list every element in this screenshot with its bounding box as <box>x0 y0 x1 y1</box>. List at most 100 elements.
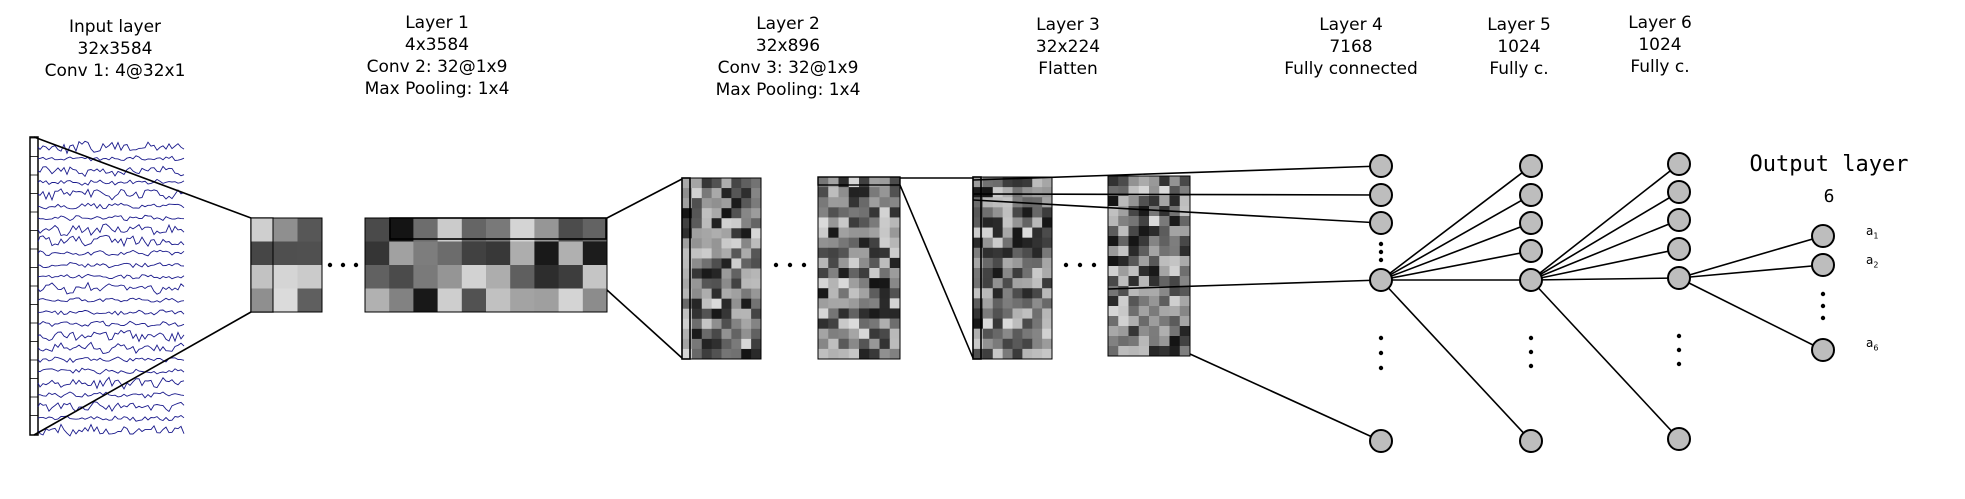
layer2-map-end-cell <box>889 308 901 319</box>
layer3-map-end-cell <box>1179 346 1191 357</box>
layer3-map-end-cell <box>1159 216 1170 227</box>
layer3-map-end-cell <box>1138 226 1150 237</box>
layer3-map-start-cell <box>1042 247 1053 259</box>
layer4-neuron <box>1369 211 1393 235</box>
ellipsis-dot <box>1378 365 1384 371</box>
layer1-map-start-cell <box>297 241 323 266</box>
layer2-map-start-cell <box>751 338 762 350</box>
layer2-map-start-cell <box>701 218 713 229</box>
layer2-map-end-cell <box>848 237 860 249</box>
layer2-map-end-cell <box>848 328 860 340</box>
layer2-map-start-cell <box>741 218 752 229</box>
layer2-map-start-cell <box>711 338 722 350</box>
layer1-map-end-cell <box>389 288 414 313</box>
layer2-map-end-cell <box>889 288 901 299</box>
output-label-base: a <box>1866 336 1874 350</box>
layer3-map-start-cell <box>992 177 1004 188</box>
layer1-map-end-cell <box>365 288 390 313</box>
layer2-map-start-cell <box>741 228 752 239</box>
layer1-map-end-cell <box>413 265 438 289</box>
layer3-map-start-cell <box>973 197 984 208</box>
input-projection-line <box>33 136 252 219</box>
layer3-map-end-cell <box>1138 276 1150 287</box>
layer6-neuron <box>1667 266 1691 290</box>
layer2-map-start-cell <box>741 188 752 199</box>
layer2-map-start-cell <box>721 268 732 279</box>
layer2-map-end-cell <box>828 237 839 249</box>
layer3-map-end-cell <box>1108 336 1119 347</box>
layer3-map-end-cell <box>1118 196 1129 207</box>
layer3-map-start-cell <box>992 237 1004 249</box>
layer3-map-end-cell <box>1169 346 1181 357</box>
layer2-map-end-cell <box>859 177 870 188</box>
input-projection-line <box>33 311 252 436</box>
layer2-map-end-cell <box>848 207 860 218</box>
layer2-map-start-cell <box>711 298 722 310</box>
layer2-map-end-cell <box>838 257 850 269</box>
eeg-signal-trace <box>37 297 185 303</box>
layer3-map-end-cell <box>1118 246 1129 257</box>
layer1-pool-window <box>389 217 607 240</box>
layer2-map-start-cell <box>721 288 732 300</box>
layer2-map-end-cell <box>828 247 839 259</box>
layer2-map-start-cell <box>741 178 752 189</box>
output-label-sub: 6 <box>1873 343 1879 353</box>
layer3-map-end-cell <box>1149 236 1160 247</box>
layer1-map-end-cell <box>389 265 414 289</box>
layer2-projection-line <box>899 184 974 359</box>
layer2-map-start-cell <box>721 218 732 229</box>
layer2-map-start-cell <box>721 258 732 269</box>
layer1-map-end-cell <box>534 218 559 242</box>
layer3-map-end-cell <box>1159 236 1170 247</box>
output-neuron <box>1811 224 1835 248</box>
layer2-map-end-cell <box>828 298 839 309</box>
layer2-map-end-cell <box>848 308 860 319</box>
layer3-map-start-cell <box>982 197 994 208</box>
layer2-map-start-cell <box>731 258 742 269</box>
layer2-map-end-cell <box>838 177 850 188</box>
layer3-map-start-cell <box>973 268 984 279</box>
fc-edge-l5-l6 <box>1530 191 1680 281</box>
layer3-map-start-cell <box>1042 308 1053 319</box>
layer3-map-start-cell <box>1042 207 1053 218</box>
layer1-map-end-cell <box>365 265 390 289</box>
ellipsis-dot <box>1378 350 1384 356</box>
layer3-map-start-cell <box>1032 278 1043 289</box>
layer2-map-start-cell <box>721 238 732 249</box>
layer2-map-end-cell <box>848 338 860 350</box>
layer3-map-end-cell <box>1108 216 1119 227</box>
layer3-map-end-cell <box>1118 316 1129 327</box>
ellipsis-dot <box>1676 333 1682 339</box>
layer3-map-end-cell <box>1118 236 1129 247</box>
layer3-map-end-cell <box>1159 246 1170 257</box>
layer3-map-start-cell <box>992 227 1004 239</box>
layer2-map-start-cell <box>711 248 722 259</box>
layer3-map-start-cell <box>982 268 994 279</box>
header-line: Fully connected <box>1284 59 1418 79</box>
layer3-map-end-cell <box>1138 266 1150 277</box>
layer2-map-start-cell <box>682 278 693 290</box>
layer2-map-start-cell <box>701 178 713 189</box>
layer3-map-start-cell <box>1022 227 1033 239</box>
layer3-map-start-cell <box>1002 268 1013 279</box>
eeg-signal-trace <box>37 262 185 269</box>
layer3-map-start-cell <box>982 187 994 198</box>
layer2-map-end-cell <box>869 318 880 330</box>
layer6-neuron <box>1667 237 1691 261</box>
layer3-map-start-cell <box>973 308 984 319</box>
layer3-map-end-cell <box>1128 196 1140 207</box>
layer2-map-start-cell <box>731 178 742 189</box>
layer3-map-end-cell <box>1149 346 1160 357</box>
layer2-map-start-cell <box>682 298 693 310</box>
layer2-map-start-cell <box>691 198 703 209</box>
layer3-map-start-cell <box>1032 308 1043 319</box>
ellipsis-dot <box>1820 315 1826 321</box>
layer3-map-start-cell <box>973 298 984 309</box>
layer3-map-end-cell <box>1169 196 1181 207</box>
layer2-map-start-cell <box>751 348 762 360</box>
layer3-map-start-cell <box>1012 268 1023 279</box>
header-line: 32x3584 <box>77 39 153 59</box>
layer2-map-start-cell <box>691 278 703 290</box>
output-label-a6: a6 <box>1866 336 1878 352</box>
